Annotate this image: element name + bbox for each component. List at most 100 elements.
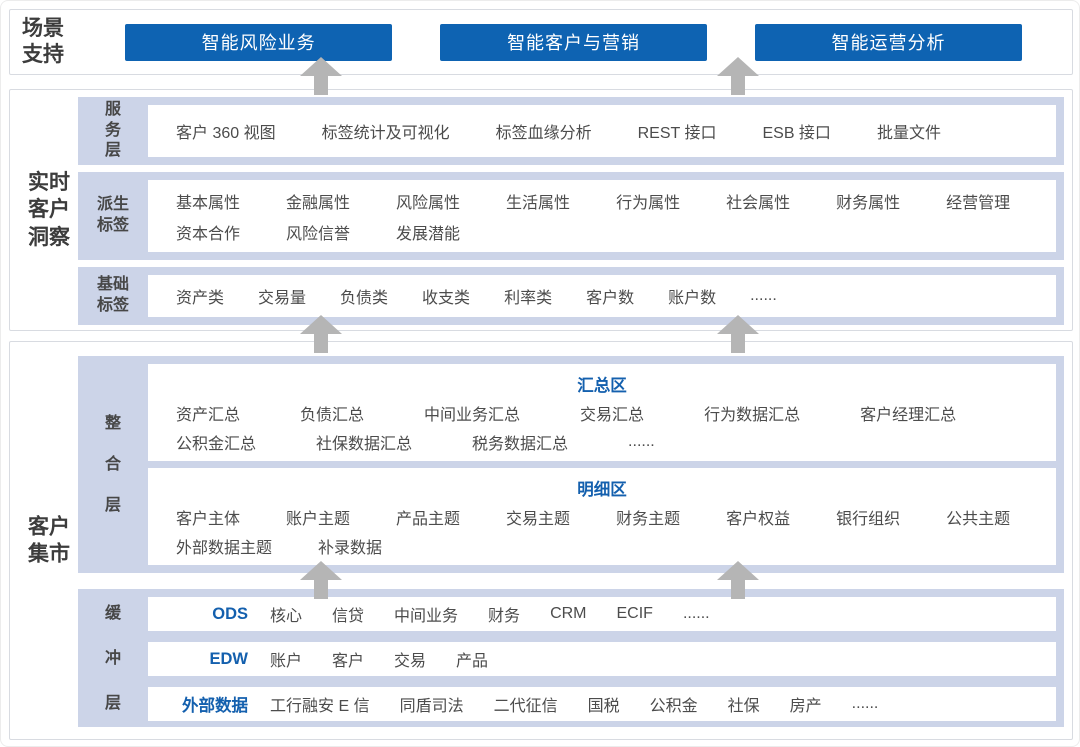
summary-zone-row-1: 资产汇总 负债汇总 中间业务汇总 交易汇总 行为数据汇总 客户经理汇总 [148, 401, 1056, 425]
item-label: 风险属性 [396, 194, 461, 212]
item-label: 公积金 [649, 698, 698, 715]
item-label: 行为属性 [616, 194, 681, 212]
derived-tags-label: 派生标签 [96, 196, 129, 234]
item-label: 交易 [394, 653, 427, 670]
realtime-insight-label: 实时客户洞察 [28, 171, 70, 249]
item-label: 同盾司法 [399, 698, 464, 715]
item-label: 客户权益 [726, 510, 791, 528]
item-label: 批量文件 [876, 125, 941, 142]
item-label: 工行融安 E 信 [270, 698, 370, 715]
external-data-row: 外部数据 工行融安 E 信同盾司法二代征信国税公积金社保房产...... [148, 687, 1056, 721]
item-label: ESB 接口 [762, 125, 831, 142]
basic-tags-items-box: 资产类交易量负债类收支类利率类客户数账户数...... [148, 275, 1056, 317]
item-label: 资产汇总 [176, 406, 241, 424]
service-layer-row: 客户 360 视图 标签统计及可视化 标签血缘分析 REST 接口 ESB 接口 批量文件 [148, 119, 1056, 143]
item-label: 客户 360 视图 [176, 125, 276, 142]
summary-zone-row-2: 公积金汇总社保数据汇总税务数据汇总...... [148, 430, 1056, 454]
item-label: 行为数据汇总 [704, 406, 801, 424]
item-label: 税务数据汇总 [472, 435, 569, 453]
item-label: 客户经理汇总 [860, 406, 957, 424]
item-label: 资本合作 [176, 225, 241, 243]
item-label: 社保 [727, 698, 760, 715]
summary-zone-title: 汇总区 [577, 376, 627, 395]
item-label: 社会属性 [726, 194, 791, 212]
smart-risk-business-button[interactable]: 智能风险业务 [125, 23, 393, 61]
up-arrow-icon [300, 57, 342, 95]
item-label: 公共主题 [946, 510, 1011, 528]
up-arrow-icon [717, 561, 759, 599]
ods-key-label: ODS [212, 604, 248, 623]
item-label: 利率类 [504, 290, 553, 307]
derived-tags-row-2: 资本合作 风险信誉 发展潜能 [148, 220, 1056, 244]
detail-zone-title: 明细区 [577, 480, 627, 499]
item-label: 标签统计及可视化 [321, 125, 450, 142]
derived-tags-panel: 派生标签 基本属性 金融属性 风险属性 生活属性 行为属性 社会属性 财务属性 经营管理 资本… [78, 172, 1064, 260]
item-label: 生活属性 [506, 194, 571, 212]
item-label: 财务 [488, 608, 521, 625]
item-label: 银行组织 [836, 510, 901, 528]
up-arrow-icon [717, 57, 759, 95]
external-data-key-label: 外部数据 [182, 697, 248, 715]
integration-layer-panel: 整合层 汇总区 资产汇总 负债汇总 中间业务汇总 交易汇总 行为数据汇总 客户经理汇总 公… [78, 356, 1064, 573]
realtime-insight-section: 实时客户洞察 服务层 客户 360 视图 标签统计及可视化 标签血缘分析 REST 接… [9, 89, 1073, 331]
item-label: REST 接口 [637, 125, 717, 142]
smart-customer-marketing-button[interactable]: 智能客户与营销 [440, 23, 708, 61]
item-label: 账户主题 [286, 510, 351, 528]
item-label: 收支类 [422, 290, 471, 307]
integration-layer-label: 整合层 [104, 415, 121, 514]
item-label: 客户主体 [176, 510, 241, 528]
edw-key-label: EDW [209, 649, 249, 668]
up-arrow-icon [300, 561, 342, 599]
external-data-items: 工行融安 E 信同盾司法二代征信国税公积金社保房产...... [270, 692, 878, 716]
item-label: ...... [628, 432, 655, 450]
item-label: 交易汇总 [580, 406, 645, 424]
item-label: 经营管理 [946, 194, 1011, 212]
item-label: 信贷 [332, 608, 365, 625]
item-label: 财务主题 [616, 510, 681, 528]
service-layer-label: 服务层 [104, 100, 121, 160]
item-label: 财务属性 [836, 194, 901, 212]
item-label: 产品 [456, 653, 489, 670]
scene-buttons: 智能风险业务 智能客户与营销 智能运营分析 [67, 23, 1072, 61]
item-label: 基本属性 [176, 194, 241, 212]
item-label: 账户 [270, 653, 303, 670]
item-label: 交易主题 [506, 510, 571, 528]
item-label: 中间业务汇总 [424, 406, 521, 424]
service-layer-panel: 服务层 客户 360 视图 标签统计及可视化 标签血缘分析 REST 接口 ESB 接口… [78, 97, 1064, 165]
item-label: 资产类 [176, 290, 225, 307]
scene-support-section: 场景支持 智能风险业务 智能客户与营销 智能运营分析 [9, 9, 1073, 75]
customer-mart-section: 客户集市 整合层 汇总区 资产汇总 负债汇总 中间业务汇总 交易汇总 行为数据汇总 客户经… [9, 341, 1073, 740]
edw-row: EDW 账户客户交易产品 [148, 642, 1056, 676]
item-label: 风险信誉 [286, 225, 351, 243]
item-label: CRM [550, 605, 587, 622]
up-arrow-icon [717, 315, 759, 353]
basic-tags-row: 资产类交易量负债类收支类利率类客户数账户数...... [148, 284, 1056, 308]
derived-tags-row-1: 基本属性 金融属性 风险属性 生活属性 行为属性 社会属性 财务属性 经营管理 [148, 189, 1056, 213]
item-label: 负债类 [340, 290, 389, 307]
item-label: 产品主题 [396, 510, 461, 528]
item-label: 发展潜能 [396, 225, 461, 243]
basic-tags-panel: 基础标签 资产类交易量负债类收支类利率类客户数账户数...... [78, 267, 1064, 325]
detail-zone-row-2: 外部数据主题补录数据 [148, 534, 1056, 558]
insight-panels: 服务层 客户 360 视图 标签统计及可视化 标签血缘分析 REST 接口 ESB 接口… [78, 97, 1064, 325]
item-label: 国税 [587, 698, 620, 715]
item-label: 金融属性 [286, 194, 351, 212]
summary-zone: 汇总区 资产汇总 负债汇总 中间业务汇总 交易汇总 行为数据汇总 客户经理汇总 公积金汇总… [148, 364, 1056, 461]
item-label: 账户数 [668, 290, 717, 307]
item-label: 补录数据 [318, 539, 383, 557]
item-label: 中间业务 [394, 608, 459, 625]
smart-operations-analysis-button[interactable]: 智能运营分析 [754, 23, 1022, 61]
item-label: 客户数 [586, 290, 635, 307]
derived-tags-items-box: 基本属性 金融属性 风险属性 生活属性 行为属性 社会属性 财务属性 经营管理 资本合作 风险信… [148, 180, 1056, 252]
customer-mart-label: 客户集市 [28, 515, 70, 566]
item-label: 房产 [789, 698, 822, 715]
buffer-layer-label: 缓冲层 [104, 604, 121, 712]
item-label: 标签血缘分析 [495, 125, 592, 142]
item-label: ...... [682, 605, 710, 622]
item-label: 公积金汇总 [176, 435, 257, 453]
item-label: 负债汇总 [300, 406, 365, 424]
